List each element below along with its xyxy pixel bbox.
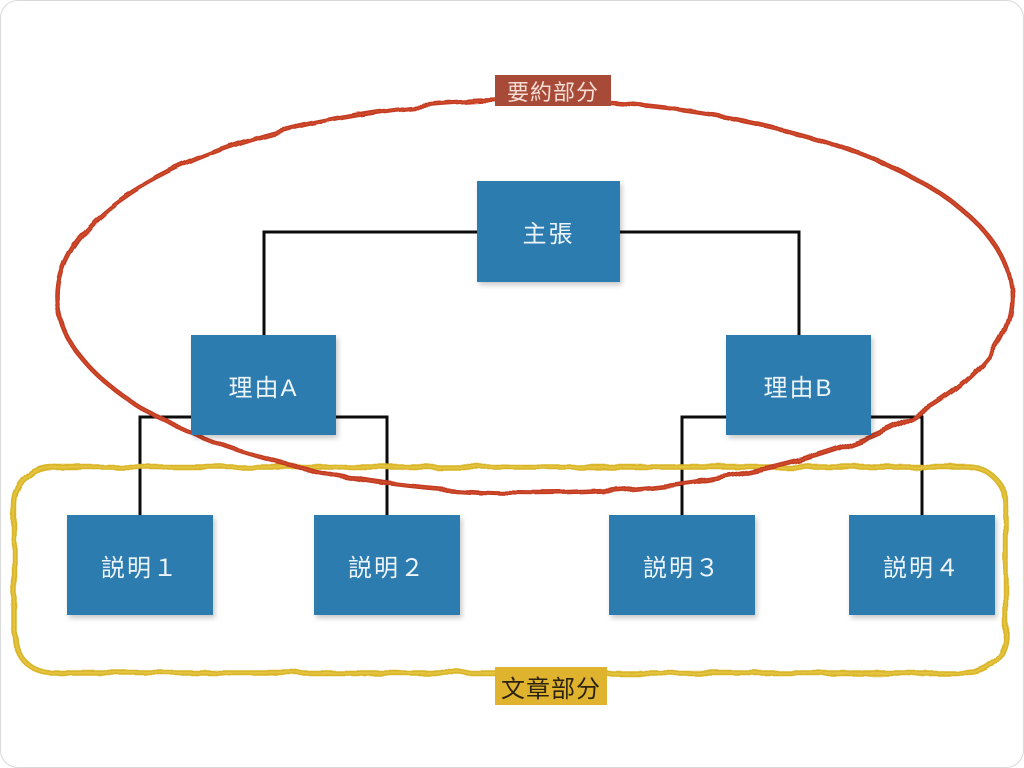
summary-section-label: 要約部分 bbox=[495, 75, 611, 106]
body-section-label: 文章部分 bbox=[495, 667, 607, 705]
node-reason-a: 理由A bbox=[191, 335, 336, 435]
connector-claim-to-reason-b bbox=[620, 230, 801, 335]
node-reason-b: 理由B bbox=[726, 335, 871, 435]
node-explanation-3: 説明３ bbox=[609, 515, 755, 615]
node-explanation-2: 説明２ bbox=[314, 515, 460, 615]
node-claim: 主張 bbox=[477, 181, 620, 282]
node-explanation-1: 説明１ bbox=[67, 515, 213, 615]
connector-claim-to-reason-a bbox=[262, 230, 477, 335]
node-explanation-4: 説明４ bbox=[849, 515, 995, 615]
